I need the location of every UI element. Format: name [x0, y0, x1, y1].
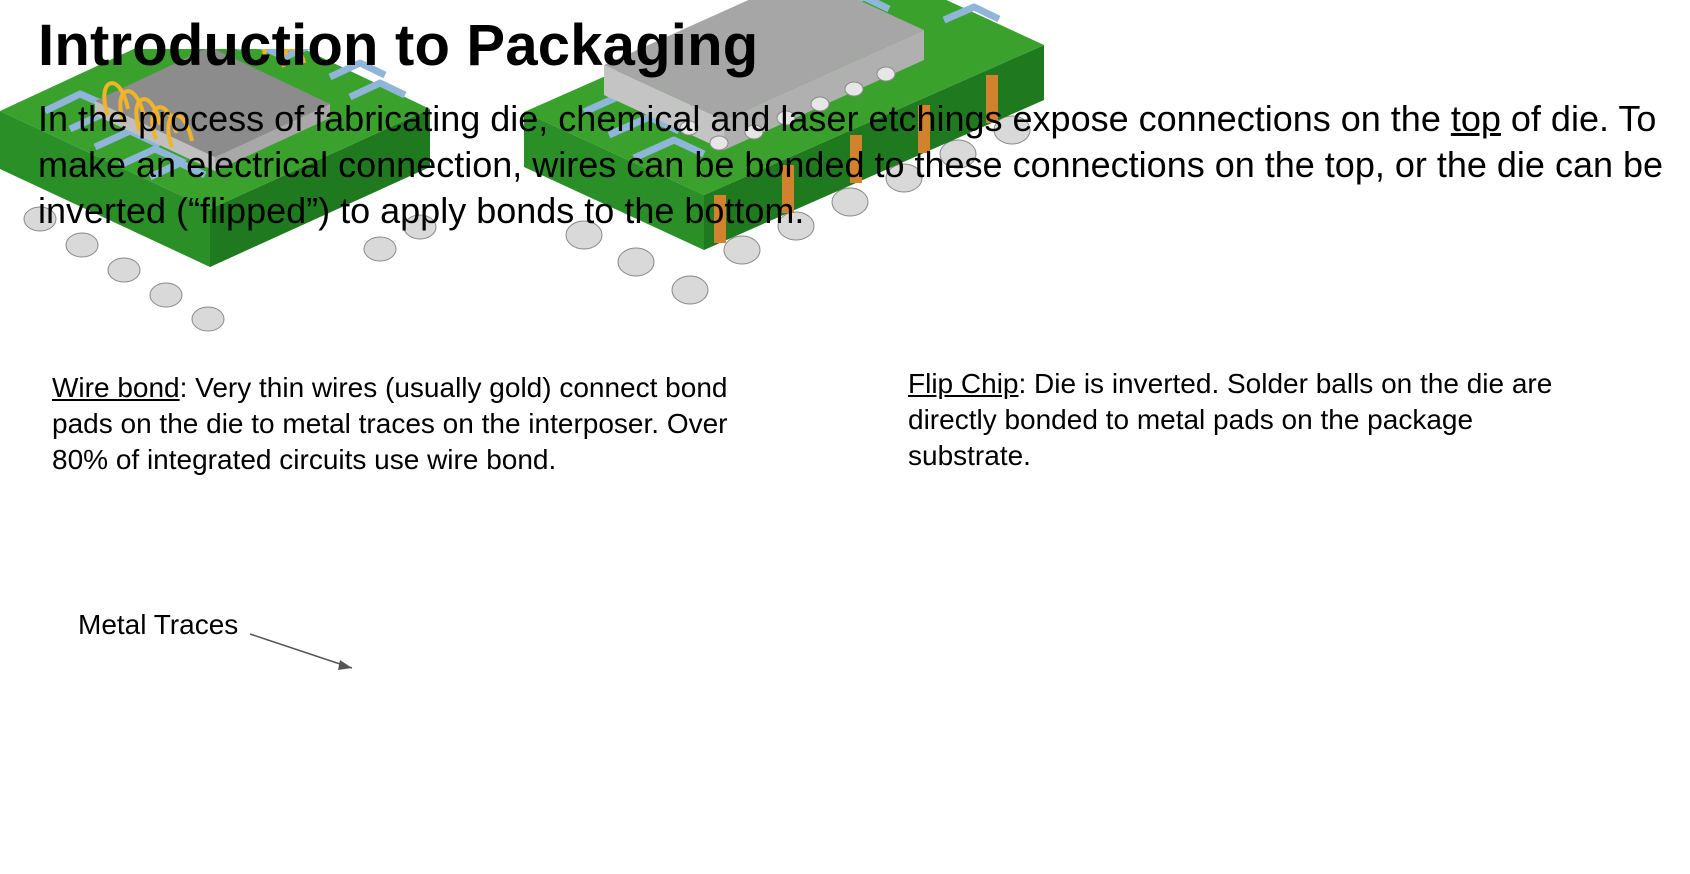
page-title: Introduction to Packaging — [38, 13, 759, 78]
intro-text-end: of die. To make an electrical connection… — [38, 98, 1664, 231]
wire-bond-description: : Very thin wires (usually gold) connect… — [52, 372, 728, 475]
vias — [714, 75, 999, 243]
flip-chip-illustration — [524, 0, 1045, 305]
die-solder-bumps — [679, 66, 896, 151]
intro-top-word: top — [1450, 98, 1501, 139]
flip-chip-description: : Die is inverted. Solder balls on the d… — [908, 368, 1553, 471]
metal-traces-callout: Metal Traces — [78, 609, 239, 640]
intro-paragraph: In the process of fabricating die, chemi… — [38, 96, 1668, 234]
flip-chip-caption: Flip Chip: Die is inverted. Solder balls… — [908, 366, 1598, 474]
wire-bond-caption: Wire bond: Very thin wires (usually gold… — [52, 370, 742, 478]
intro-text-start: In the process of fabricating die, chemi… — [38, 98, 1451, 139]
solder-balls — [565, 115, 1031, 305]
flip-chip-term: Flip Chip — [908, 368, 1019, 399]
wire-bond-term: Wire bond — [52, 372, 180, 403]
solder-balls — [23, 206, 437, 332]
